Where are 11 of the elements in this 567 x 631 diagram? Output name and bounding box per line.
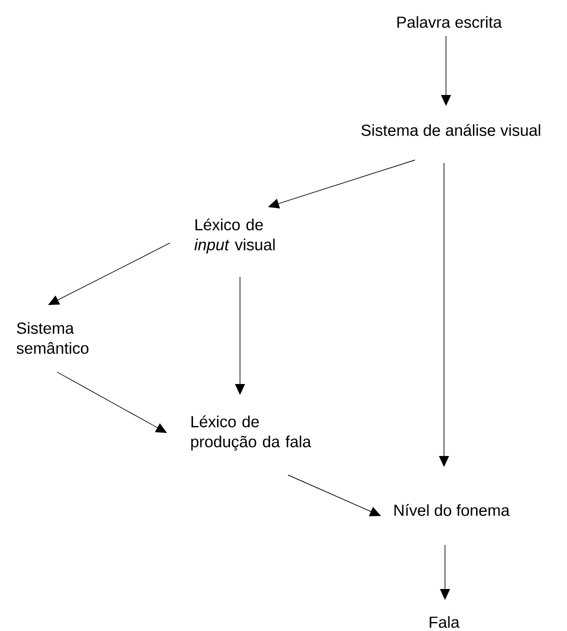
node-label: Palavra escrita (397, 16, 502, 28)
node-label: Nível do fonema (394, 504, 510, 516)
node-label: Léxico de produção da fala (191, 415, 312, 451)
arrow (268, 160, 416, 208)
node-label: Léxico de input visual (194, 218, 275, 254)
node-label: Sistema de análise visual (361, 124, 540, 136)
arrow (288, 474, 381, 516)
node-label: Fala (430, 616, 460, 628)
arrow (56, 372, 167, 433)
arrow (48, 242, 170, 305)
node-label: Sistema semântico (16, 322, 88, 354)
